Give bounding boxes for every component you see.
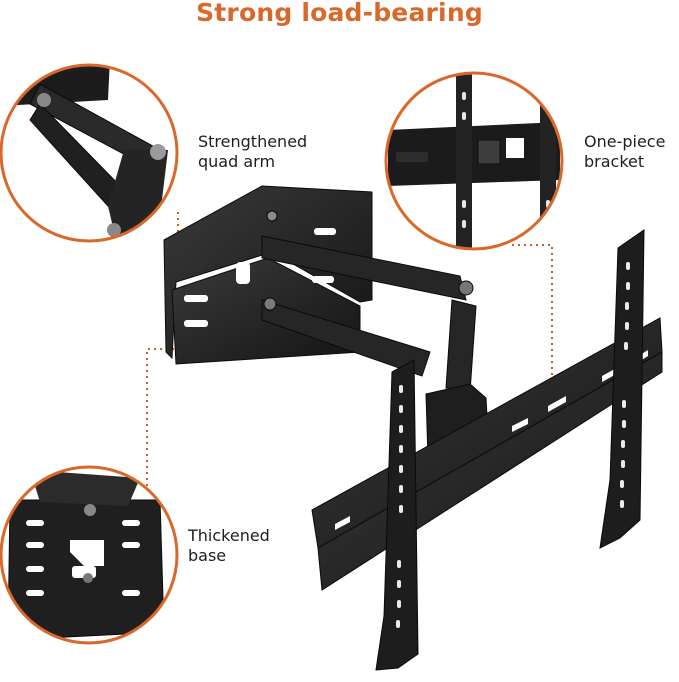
callout-one-piece-bracket: One-piece bracket bbox=[584, 132, 665, 172]
zoom-circle-quad-arm bbox=[0, 63, 179, 243]
zoom-bracket bbox=[386, 73, 562, 249]
arms bbox=[261, 210, 477, 393]
callout-thickened-base: Thickened base bbox=[188, 526, 270, 566]
callout-strengthened-line2: quad arm bbox=[198, 152, 276, 171]
callout-strengthened-line1: Strengthened bbox=[198, 132, 308, 151]
zoom-circle-bracket bbox=[384, 71, 564, 251]
tv-vertical-left bbox=[375, 359, 419, 671]
tv-vertical-right-holes bbox=[620, 262, 630, 508]
wall-plate-slots bbox=[184, 228, 336, 327]
tv-vertical-left-holes bbox=[396, 385, 403, 628]
callout-strengthened-quad-arm: Strengthened quad arm bbox=[198, 132, 307, 172]
callout-base-line1: Thickened bbox=[188, 526, 270, 545]
callout-bracket-line1: One-piece bbox=[584, 132, 666, 151]
tv-vertical-right bbox=[599, 229, 645, 549]
tv-rail bbox=[311, 317, 663, 591]
zoom-quad-arm bbox=[1, 65, 177, 241]
zoom-circle-base bbox=[0, 465, 179, 645]
headline: Strong load-bearing bbox=[196, 0, 483, 27]
callout-base-line2: base bbox=[188, 546, 227, 565]
zoom-base bbox=[1, 467, 177, 643]
callout-bracket-line2: bracket bbox=[584, 152, 645, 171]
